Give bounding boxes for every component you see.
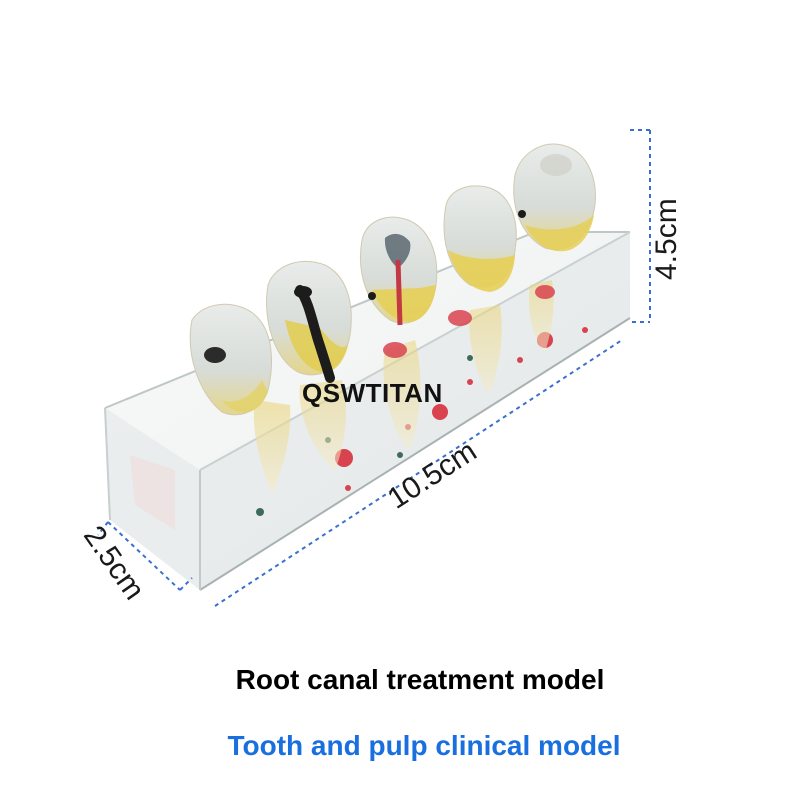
tooth-3-filling [359, 216, 438, 450]
brand-watermark: QSWTITAN [302, 378, 443, 408]
height-dimension-label: 4.5cm [650, 198, 683, 280]
product-subtitle: Tooth and pulp clinical model [227, 730, 621, 761]
tooth-5-treated [513, 143, 596, 352]
tooth-1-caries [189, 303, 291, 495]
tooth-2-pulp-caries [266, 261, 352, 470]
dimension-lines [97, 129, 651, 607]
tooth-4-root-canal [443, 185, 517, 395]
product-title: Root canal treatment model [235, 664, 605, 695]
